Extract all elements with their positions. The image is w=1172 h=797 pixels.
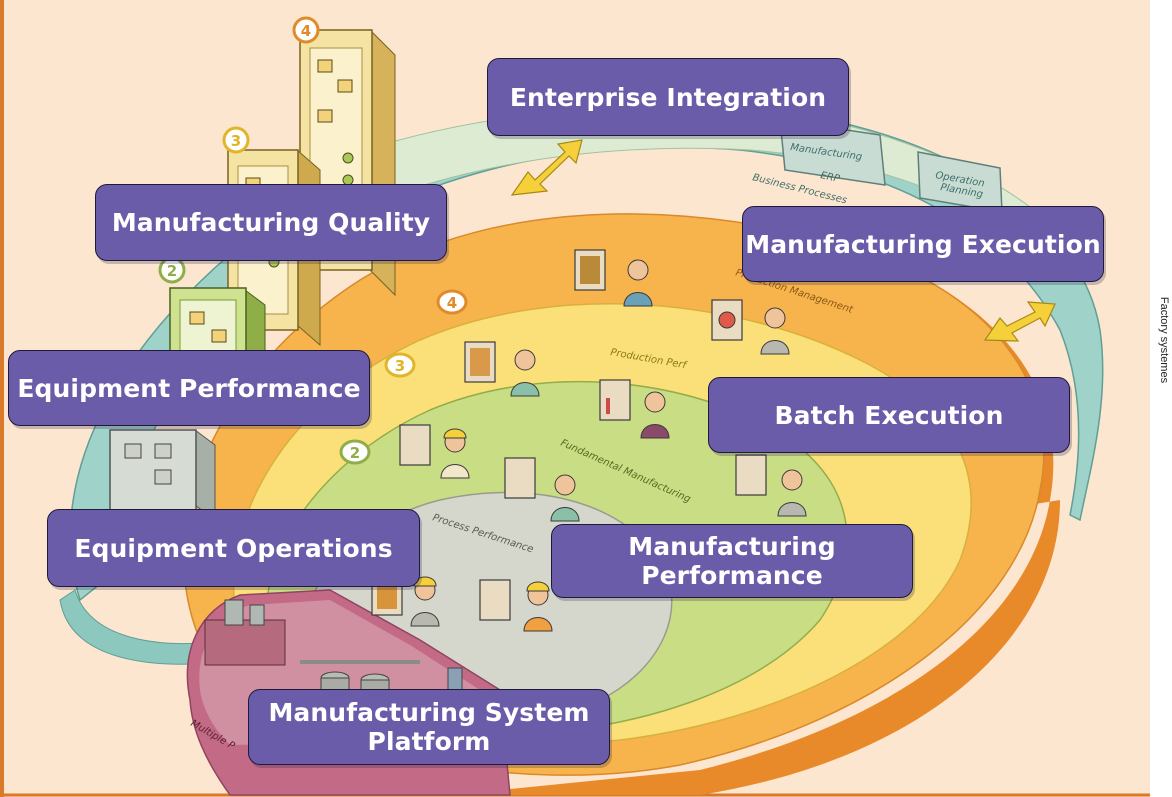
tablet-1-node-3 [154, 469, 172, 485]
manufacturing-execution-label: Manufacturing Execution [742, 206, 1104, 282]
enterprise-integration-label: Enterprise Integration [487, 58, 849, 136]
batch-execution-text: Batch Execution [774, 400, 1004, 430]
worker-level3-a-body [510, 382, 540, 397]
level-badge-3 [384, 352, 416, 378]
monitor-level1-b [479, 579, 511, 621]
equipment-performance-text: Equipment Performance [17, 373, 361, 403]
worker-level4-b-body [760, 340, 790, 355]
level-badge-3-text: 3 [395, 357, 405, 375]
enterprise-integration-text: Enterprise Integration [509, 82, 827, 112]
tablet-1 [109, 429, 197, 511]
factory-machine-2 [249, 604, 265, 626]
tablet-1-side [194, 429, 216, 521]
equipment-operations-label: Equipment Operations [47, 509, 420, 587]
factory-building [204, 619, 286, 666]
worker-level4-b-head [764, 307, 786, 329]
worker-level3-b-head [644, 391, 666, 413]
level-badge-4-text: 4 [447, 294, 457, 312]
worker-level1-a-body [410, 612, 440, 627]
side-caption-text: Factory systemes [1158, 296, 1170, 384]
worker-level4-a-head [627, 259, 649, 281]
arrow-enterprise-shape [510, 139, 583, 196]
tablet-4-node-2 [337, 79, 353, 93]
arrow-execution [983, 301, 1056, 342]
manufacturing-performance-line-1: Manufacturing [628, 532, 836, 561]
worker-cluster-level4 [574, 249, 790, 355]
monitor-level3-b [599, 379, 631, 421]
worker-level2-a-hat [443, 428, 467, 439]
monitor-level3-b-chart [606, 398, 610, 414]
pipe [300, 660, 420, 664]
tablet-2-node-2 [211, 329, 227, 343]
worker-level3-c-body [777, 502, 807, 517]
level-badge-4 [436, 289, 468, 315]
tablet-2-node-1 [189, 311, 205, 325]
manufacturing-performance-label: Manufacturing Performance [551, 524, 913, 598]
worker-level3-a-head [514, 349, 536, 371]
tablet-badge-4-text: 4 [301, 22, 311, 40]
tablet-badge-3 [222, 126, 250, 154]
manufacturing-system-platform-line-1: Manufacturing System [268, 698, 590, 727]
worker-level2-a-body [440, 464, 470, 479]
arrow-enterprise [510, 139, 583, 196]
monitor-level2-a [399, 424, 431, 466]
equipment-operations-text: Equipment Operations [74, 533, 393, 563]
tablet-4-node-4 [342, 152, 354, 164]
worker-level1-b-hat [526, 581, 550, 592]
manufacturing-quality-text: Manufacturing Quality [111, 208, 431, 237]
monitor-level4-a-screen [580, 256, 600, 284]
side-margin [1150, 0, 1172, 797]
batch-execution-label: Batch Execution [708, 377, 1070, 453]
worker-level4-a-body [623, 292, 653, 307]
manufacturing-system-platform-line-2: Platform [367, 727, 491, 756]
arrow-execution-shape [983, 301, 1056, 342]
tablet-1-node-1 [124, 443, 142, 459]
level-badge-2 [339, 439, 371, 465]
side-caption: Factory systemes [1158, 297, 1170, 383]
tank-3 [447, 667, 463, 691]
tablet-badge-3-text: 3 [231, 132, 241, 150]
manufacturing-quality-label: Manufacturing Quality [95, 184, 447, 261]
monitor-level3-a-screen [470, 348, 490, 376]
tablet-1-node-2 [154, 443, 172, 459]
tablet-4-node-1 [317, 59, 333, 73]
level-badge-2-text: 2 [350, 444, 360, 462]
worker-level1-b-body [523, 617, 553, 632]
monitor-level3-c [735, 454, 767, 496]
factory-machine-1 [224, 599, 244, 626]
worker-level2-b-body [550, 507, 580, 522]
worker-cluster-level2 [399, 424, 580, 522]
tablet-badge-4 [292, 16, 320, 44]
worker-level3-c-head [781, 469, 803, 491]
worker-cluster-level3 [464, 341, 807, 517]
level-badges: 4 3 2 [339, 289, 468, 465]
monitor-level4-b-pie [718, 311, 736, 329]
worker-level3-b-body [640, 424, 670, 439]
worker-level2-b-head [554, 474, 576, 496]
manufacturing-performance-line-2: Performance [641, 561, 823, 590]
manufacturing-system-platform-label: Manufacturing System Platform [248, 689, 610, 765]
erp-text: ERP [819, 170, 841, 185]
manufacturing-execution-text: Manufacturing Execution [745, 229, 1101, 259]
equipment-performance-label: Equipment Performance [8, 350, 370, 426]
monitor-level1-a-screen [377, 581, 397, 609]
tablet-4-node-3 [317, 109, 333, 123]
monitor-level2-b [504, 457, 536, 499]
tablet-badge-2-text: 2 [167, 262, 177, 280]
